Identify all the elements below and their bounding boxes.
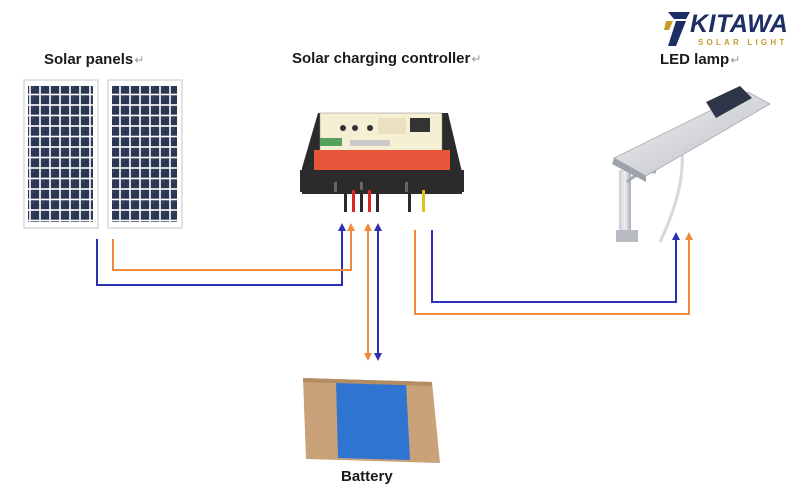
solar-panel-right [107,79,183,229]
logo-emblem-icon [664,12,690,46]
paragraph-mark: ↵ [134,53,145,67]
led-lamp-label: LED lamp↵ [660,51,741,68]
paragraph-mark: ↵ [730,53,741,67]
led-lamp [612,86,771,243]
kitawa-logo: KITAWA SOLAR LIGHT [664,10,796,50]
logo-brand: KITAWA [690,10,789,38]
controller-label: Solar charging controller↵ [292,50,482,67]
solar-panel-left [23,79,99,229]
logo-tagline: SOLAR LIGHT [698,38,788,47]
solar-panels-label: Solar panels↵ [44,51,145,68]
wires [96,223,693,361]
battery-label: Battery [341,468,393,485]
charge-controller [300,112,464,212]
paragraph-mark: ↵ [471,52,482,66]
battery [303,378,440,463]
